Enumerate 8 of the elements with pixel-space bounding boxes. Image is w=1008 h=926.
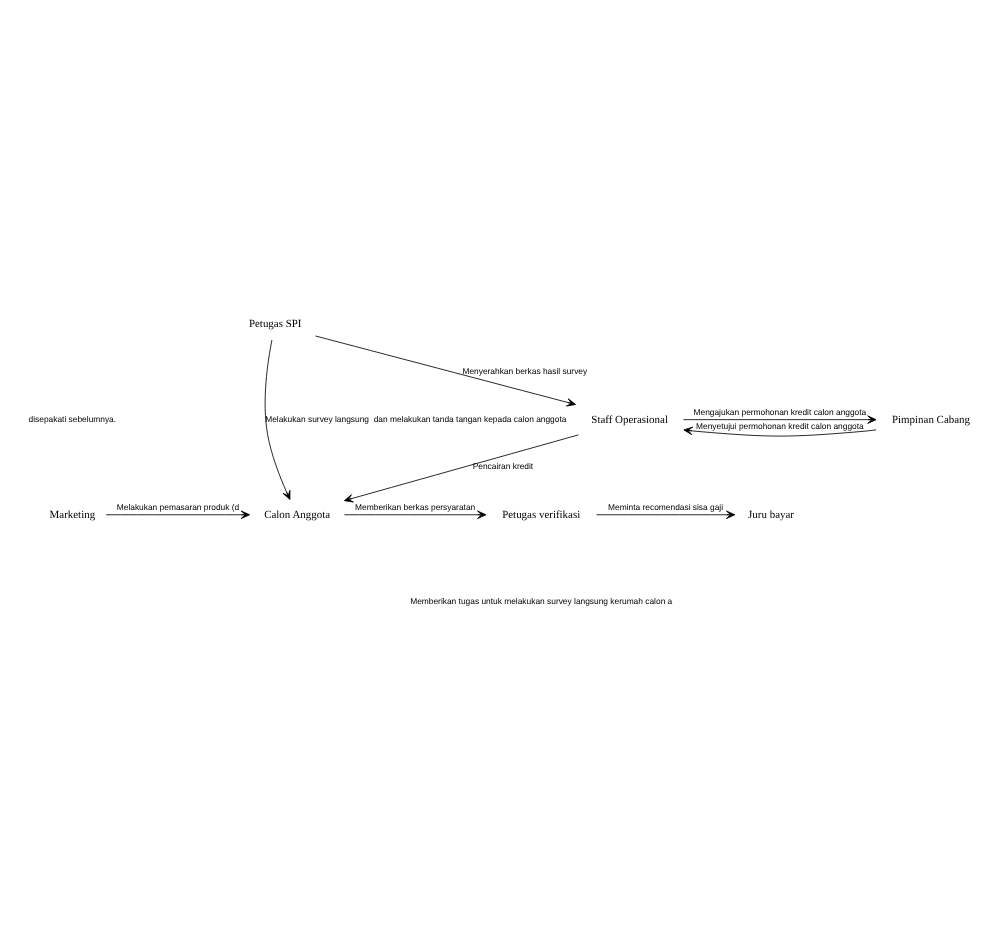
arrow: [596, 510, 736, 519]
arrow: [683, 426, 877, 437]
arrow: [315, 335, 576, 407]
arrow: [105, 510, 250, 519]
arrow: [264, 339, 291, 500]
arrow: [344, 510, 487, 519]
arrow: [343, 434, 579, 503]
arrow: [683, 415, 877, 424]
